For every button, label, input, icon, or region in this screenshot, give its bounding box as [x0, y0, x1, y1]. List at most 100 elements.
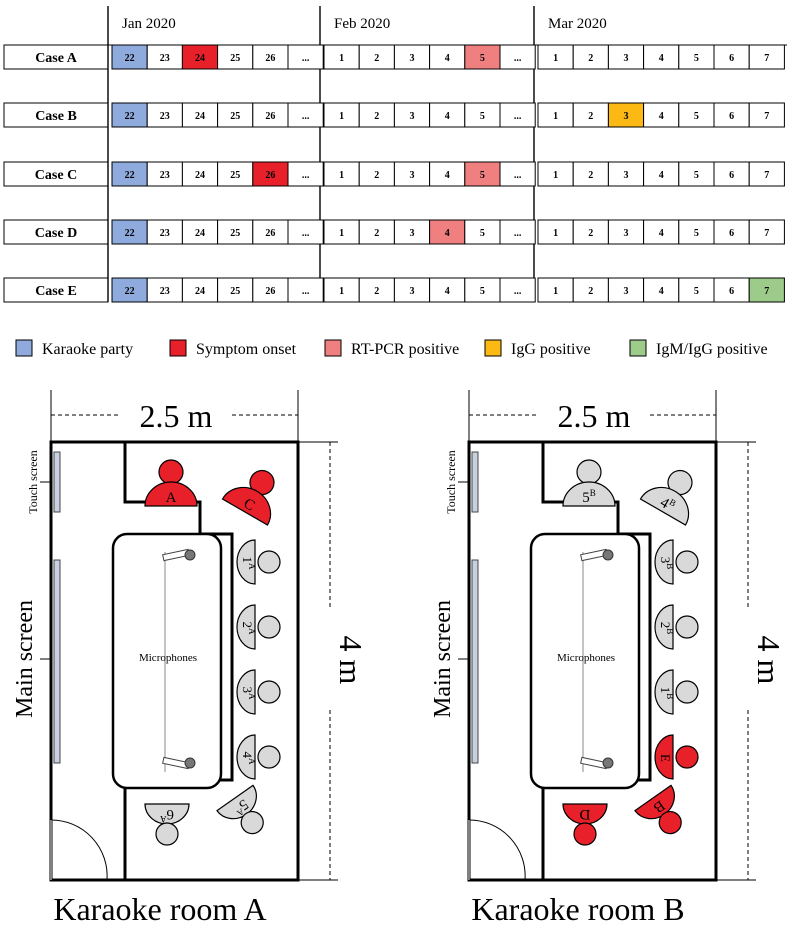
day-label: 2 — [374, 286, 379, 297]
day-label: 7 — [764, 53, 769, 64]
day-cell — [607, 44, 645, 70]
day-label: 25 — [230, 170, 240, 181]
day-label: 6 — [729, 170, 734, 181]
day-label: 25 — [230, 228, 240, 239]
person-body — [654, 734, 674, 780]
legend-swatch — [169, 339, 187, 357]
day-cell-rtpcr — [429, 219, 466, 245]
day-label: 24 — [195, 286, 205, 297]
seat-1b: 1B — [654, 669, 699, 715]
month-label: Mar 2020 — [548, 16, 607, 32]
day-cell — [464, 102, 501, 128]
microphones-label: Microphones — [139, 652, 197, 664]
day-cell — [146, 219, 183, 245]
day-cell — [358, 102, 395, 128]
day-label: 23 — [160, 170, 170, 181]
day-cell — [713, 44, 750, 70]
day-cell — [499, 219, 536, 245]
day-label: 26 — [265, 228, 275, 239]
day-label: 4 — [659, 228, 664, 239]
day-cell — [713, 219, 750, 245]
day-label: 26 — [265, 286, 275, 297]
seat-c: C — [221, 469, 275, 526]
person-head — [257, 680, 281, 704]
legend-label: RT-PCR positive — [351, 341, 459, 358]
day-label: 5 — [694, 228, 699, 239]
day-cell — [429, 161, 466, 187]
person-head — [240, 810, 264, 835]
day-cell — [287, 277, 324, 303]
seat-4a: 4A — [236, 734, 281, 780]
day-cell — [713, 102, 750, 128]
day-cell — [748, 161, 785, 187]
legend-item-rtpcr: RT-PCR positive — [324, 339, 459, 358]
person-body — [639, 486, 690, 526]
day-label: 3 — [624, 111, 629, 122]
day-cell — [217, 102, 254, 128]
seat-b: B — [634, 784, 682, 835]
day-label: 4 — [445, 228, 450, 239]
day-cell-karaoke — [111, 102, 148, 128]
day-label: 24 — [195, 111, 205, 122]
day-label: ... — [514, 53, 522, 64]
seat-2a: 2A — [236, 604, 281, 650]
day-cell — [181, 161, 219, 187]
legend-item-symptom: Symptom onset — [169, 339, 297, 358]
day-cell — [393, 44, 431, 70]
person-body — [236, 734, 256, 780]
day-cell — [499, 277, 536, 303]
day-label: 3 — [410, 111, 415, 122]
day-cell — [748, 44, 785, 70]
day-label: 6 — [729, 228, 734, 239]
day-cell — [287, 219, 324, 245]
day-label: 22 — [125, 286, 135, 297]
day-cell — [607, 277, 645, 303]
day-label: 6 — [729, 111, 734, 122]
day-label: 2 — [588, 53, 593, 64]
microphone-head-icon — [184, 757, 196, 769]
day-cell — [572, 44, 609, 70]
month-label: Feb 2020 — [334, 16, 390, 32]
seat-4b: 4B — [639, 469, 693, 526]
day-cell-igmigg — [748, 277, 785, 303]
day-label: 1 — [339, 53, 344, 64]
legend-swatch — [324, 339, 342, 357]
day-label: ... — [514, 170, 522, 181]
table — [529, 532, 641, 790]
day-label: 3 — [624, 170, 629, 181]
day-cell — [748, 219, 785, 245]
touch-screen — [53, 451, 61, 513]
day-label: 6 — [729, 53, 734, 64]
day-label: 7 — [764, 111, 769, 122]
day-label: 22 — [125, 228, 135, 239]
person-head — [573, 822, 597, 846]
day-label: ... — [514, 111, 522, 122]
person-head — [675, 550, 699, 574]
person-body — [654, 604, 674, 650]
door-swing — [468, 819, 526, 881]
day-cell — [748, 102, 785, 128]
height-label: 4 m — [751, 636, 787, 685]
day-label: 5 — [480, 286, 485, 297]
day-label: 7 — [764, 170, 769, 181]
legend-label: IgM/IgG positive — [656, 341, 768, 358]
room-title: Karaoke room B — [471, 891, 684, 927]
person-head — [257, 745, 281, 769]
person-head — [158, 459, 184, 485]
day-cell — [607, 219, 645, 245]
seat-label: D — [579, 806, 590, 822]
seat-label: A — [166, 490, 177, 506]
day-cell — [252, 219, 289, 245]
person-body — [221, 486, 272, 526]
day-cell — [217, 161, 254, 187]
day-label: 3 — [410, 228, 415, 239]
legend-label: Symptom onset — [196, 341, 297, 358]
day-cell — [358, 219, 395, 245]
day-cell — [537, 44, 574, 70]
day-cell — [537, 219, 574, 245]
day-cell — [429, 277, 466, 303]
